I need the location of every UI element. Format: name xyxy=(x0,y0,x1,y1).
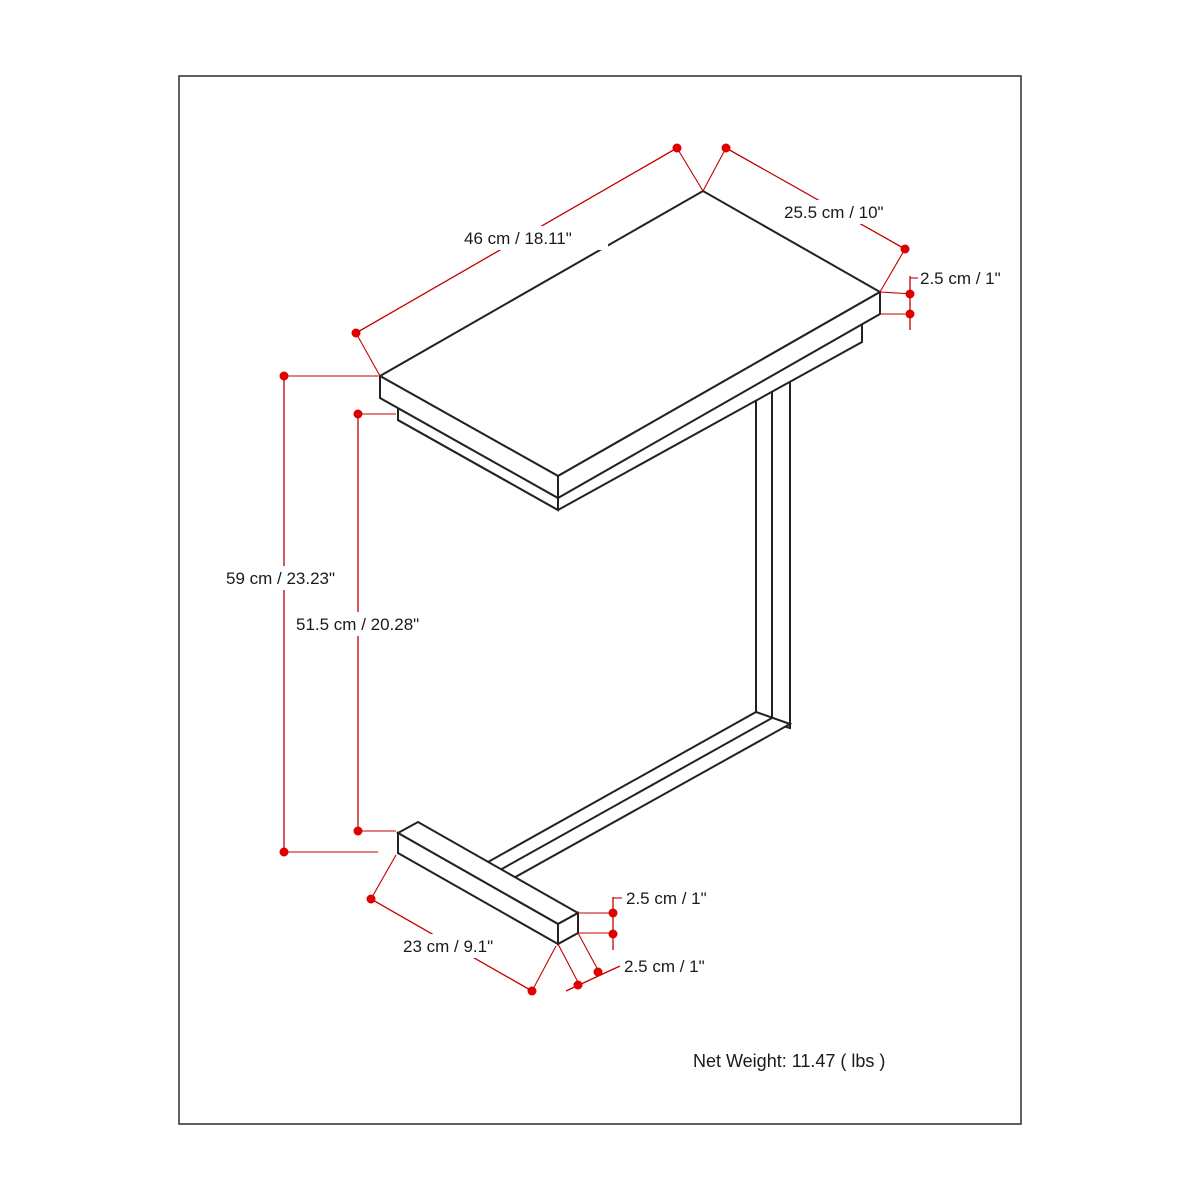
dimension-dot xyxy=(672,143,682,153)
dimension-dot xyxy=(279,847,289,857)
dimension-dot xyxy=(527,986,537,996)
dim-base-width-line xyxy=(565,965,621,992)
dimension-dot xyxy=(366,894,376,904)
label-top-thickness: 2.5 cm / 1" xyxy=(920,269,1001,288)
c-table-drawing xyxy=(377,189,883,946)
label-base-width: 2.5 cm / 1" xyxy=(624,957,705,976)
label-base-height: 2.5 cm / 1" xyxy=(626,889,707,908)
label-base-length: 23 cm / 9.1" xyxy=(403,937,493,956)
base-arm xyxy=(486,710,793,882)
ext-line xyxy=(557,943,581,987)
dimension-dot xyxy=(279,371,289,381)
dimension-dot xyxy=(351,328,361,338)
label-overall-height: 59 cm / 23.23" xyxy=(226,569,335,588)
ext-line xyxy=(370,854,397,900)
base-arm-edge xyxy=(499,717,773,871)
dimension-dot xyxy=(608,929,618,939)
ext-line xyxy=(702,147,727,192)
dimension-dot xyxy=(608,908,618,918)
dimension-dot xyxy=(573,980,583,990)
dimension-dot xyxy=(353,409,363,419)
dimension-annotations: 46 cm / 18.11" 25.5 cm / 10" 2.5 cm / 1"… xyxy=(222,143,1001,996)
dimension-dot xyxy=(593,967,603,977)
label-clearance-height: 51.5 cm / 20.28" xyxy=(296,615,419,634)
ext-line xyxy=(577,932,599,971)
net-weight-label: Net Weight: 11.47 ( lbs ) xyxy=(693,1051,885,1071)
dimension-dot xyxy=(353,826,363,836)
dimension-dot xyxy=(721,143,731,153)
label-top-length: 46 cm / 18.11" xyxy=(464,229,572,248)
ext-line xyxy=(676,147,704,192)
ext-line xyxy=(531,945,557,992)
dim-top-depth-line xyxy=(725,147,906,250)
diagram-frame xyxy=(178,75,1022,1125)
label-top-depth: 25.5 cm / 10" xyxy=(784,203,884,222)
ext-line xyxy=(879,248,906,293)
dimension-dot xyxy=(905,289,915,299)
dimension-dot xyxy=(905,309,915,319)
ext-line xyxy=(355,332,381,377)
dimension-dot xyxy=(900,244,910,254)
